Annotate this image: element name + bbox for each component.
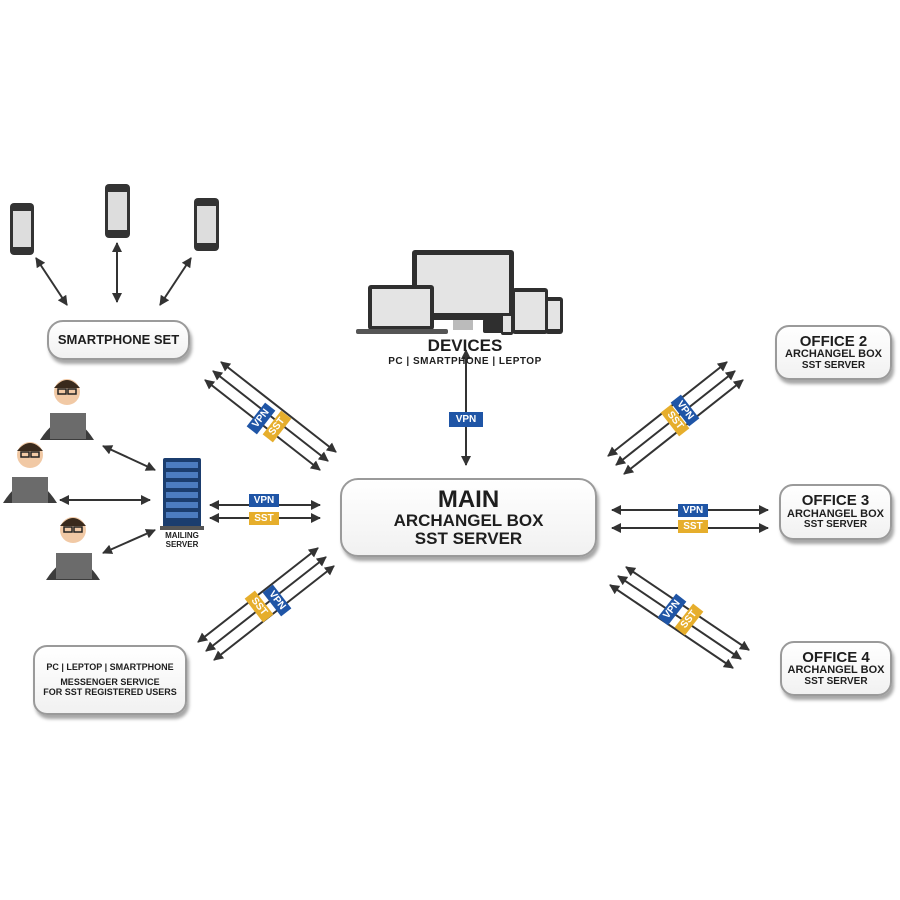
messenger-users: FOR SST REGISTERED USERS bbox=[43, 686, 177, 697]
server-icon bbox=[160, 458, 204, 530]
office2-title: OFFICE 2 bbox=[799, 332, 868, 350]
mail-sst-tag: SST bbox=[249, 512, 279, 525]
office4-sub1: ARCHANGEL BOX bbox=[787, 664, 885, 677]
user-avatar-icon bbox=[3, 442, 57, 503]
messenger-service: MESSENGER SERVICE bbox=[60, 677, 160, 688]
phone3-arrow bbox=[159, 257, 192, 306]
smartphone-icon bbox=[10, 203, 34, 255]
mailing-label-1: MAILING bbox=[165, 531, 199, 540]
devices-label: DEVICES PC | SMARTPHONE | LEPTOP bbox=[360, 336, 570, 367]
user1-arrow bbox=[102, 445, 156, 471]
office3-vpn-tag: VPN bbox=[678, 504, 708, 517]
msg-main-arrow-c bbox=[213, 565, 335, 661]
devices-icon bbox=[356, 250, 563, 335]
office4-box: OFFICE 4 ARCHANGEL BOX SST SERVER bbox=[780, 641, 892, 696]
mailing-label-2: SERVER bbox=[165, 540, 199, 549]
office3-sst-tag: SST bbox=[678, 520, 708, 533]
smartphone-icon bbox=[194, 198, 219, 251]
office3-title: OFFICE 3 bbox=[801, 492, 870, 510]
user-avatar-icon bbox=[40, 379, 94, 440]
office4-arrow-b bbox=[617, 575, 742, 660]
user3-arrow bbox=[102, 529, 156, 554]
mailing-server-label: MAILING SERVER bbox=[150, 531, 214, 549]
smartphone-set-box: SMARTPHONE SET bbox=[47, 320, 190, 360]
mail-vpn-tag: VPN bbox=[249, 494, 279, 507]
devices-subtitle: PC | SMARTPHONE | LEPTOP bbox=[388, 356, 542, 367]
office3-box: OFFICE 3 ARCHANGEL BOX SST SERVER bbox=[779, 484, 892, 540]
smartphone-set-label: SMARTPHONE SET bbox=[57, 332, 180, 348]
devices-title: DEVICES bbox=[427, 336, 503, 355]
set-main-arrow-c bbox=[220, 361, 337, 453]
office2-sub1: ARCHANGEL BOX bbox=[785, 348, 882, 361]
office4-arrow-c bbox=[625, 566, 750, 651]
devices-vpn-tag: VPN bbox=[449, 412, 483, 427]
office4-sub2: SST SERVER bbox=[804, 675, 868, 687]
main-subtitle-2: SST SERVER bbox=[414, 529, 523, 549]
phone1-arrow bbox=[35, 257, 68, 306]
smartphone-icon bbox=[105, 184, 130, 238]
office2-box: OFFICE 2 ARCHANGEL BOX SST SERVER bbox=[775, 325, 892, 380]
office3-sub1: ARCHANGEL BOX bbox=[787, 507, 884, 520]
office4-title: OFFICE 4 bbox=[802, 648, 870, 666]
messenger-devices: PC | LEPTOP | SMARTPHONE bbox=[46, 661, 174, 672]
main-title: MAIN bbox=[437, 486, 500, 514]
office3-sub2: SST SERVER bbox=[803, 519, 868, 531]
messenger-box: PC | LEPTOP | SMARTPHONE MESSENGER SERVI… bbox=[33, 645, 187, 715]
main-server-box: MAIN ARCHANGEL BOX SST SERVER bbox=[340, 478, 597, 557]
office2-sub2: SST SERVER bbox=[801, 359, 866, 371]
user-avatar-icon bbox=[46, 517, 100, 580]
main-subtitle: ARCHANGEL BOX bbox=[393, 511, 544, 531]
